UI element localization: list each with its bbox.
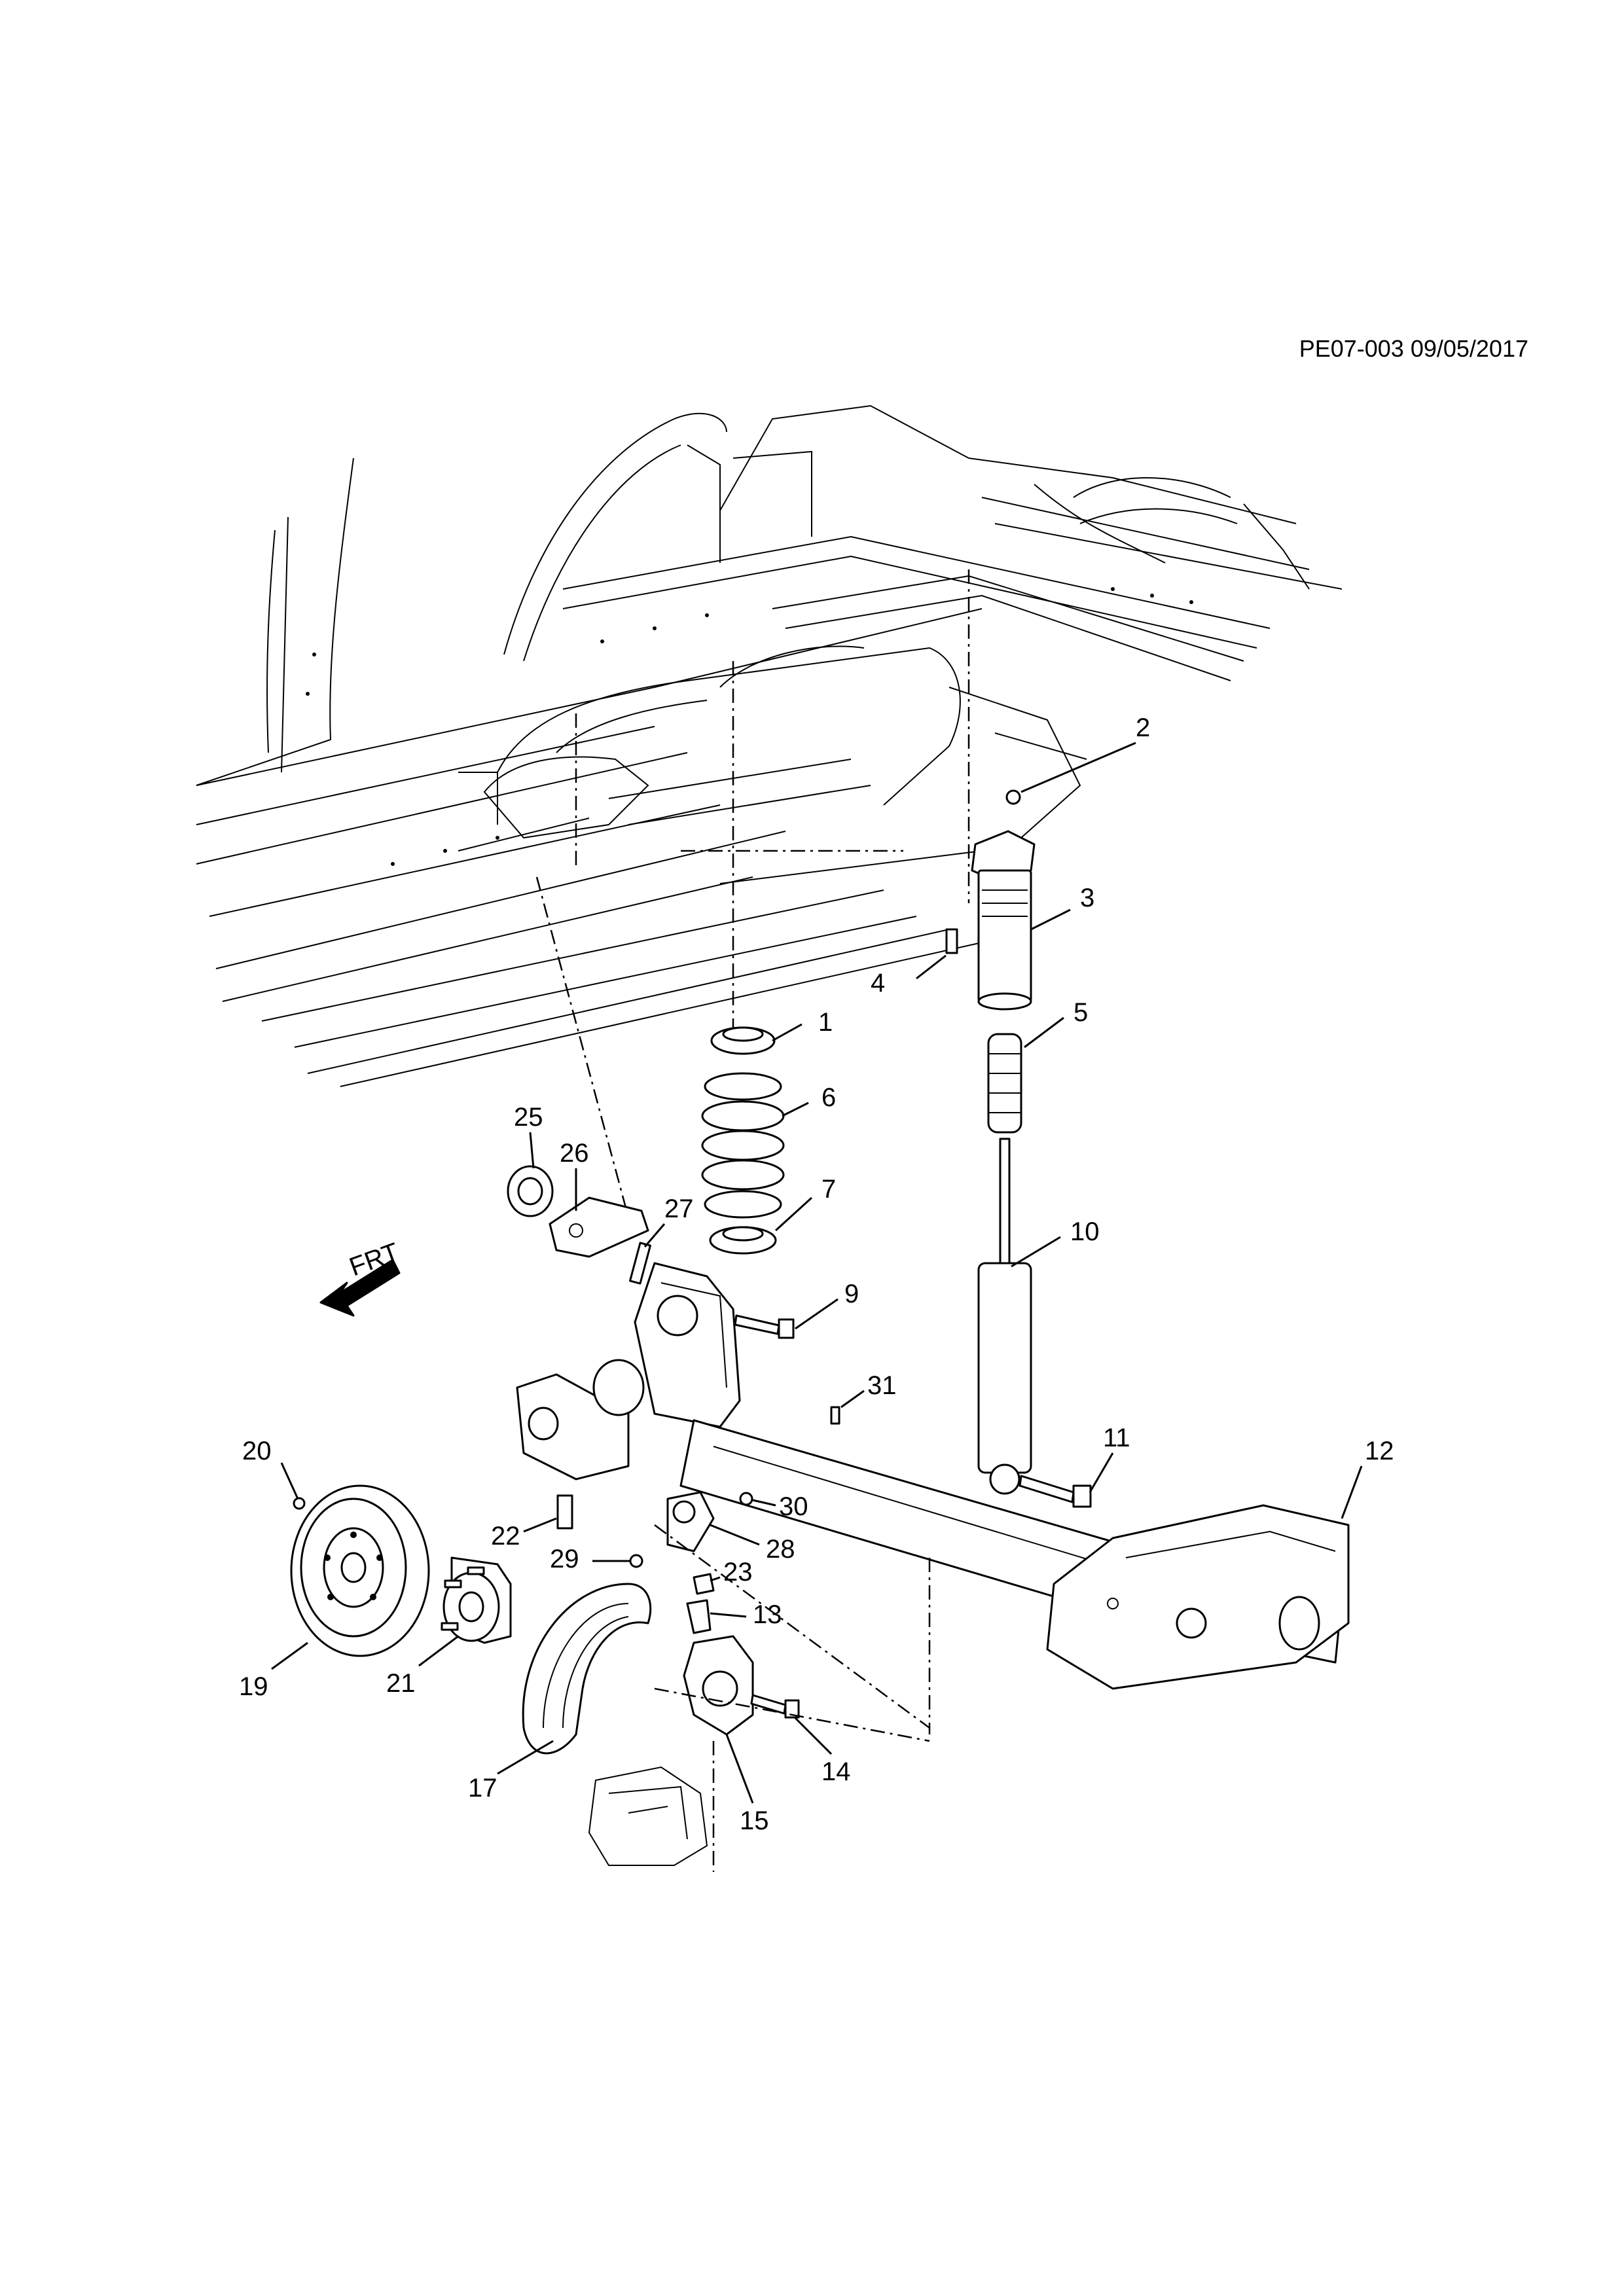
wheel-hub (441, 1556, 512, 1644)
bolt-29 (629, 1554, 643, 1568)
callout-21: 21 (386, 1669, 416, 1698)
vehicle-underbody (196, 404, 1343, 1218)
bracket-23 (693, 1573, 715, 1595)
rotor-screw-20 (293, 1497, 306, 1510)
front-direction-arrow: FRT (319, 1238, 403, 1317)
callout-15: 15 (740, 1806, 769, 1835)
callout-23: 23 (723, 1558, 753, 1587)
callout-26: 26 (560, 1139, 589, 1168)
axle-bolt-9 (734, 1314, 795, 1339)
callout-30: 30 (779, 1492, 808, 1521)
callout-labels: 1 2 3 4 5 6 7 9 10 11 12 13 14 15 17 19 … (239, 713, 1394, 1835)
shock-absorber (977, 1138, 1032, 1495)
callout-17: 17 (468, 1774, 497, 1803)
callout-28: 28 (766, 1535, 795, 1564)
sensor-28 (666, 1491, 715, 1552)
callout-14: 14 (821, 1757, 851, 1786)
callout-6: 6 (821, 1083, 836, 1112)
shock-upper-bolt-2 (1005, 789, 1021, 805)
callout-10: 10 (1070, 1217, 1100, 1246)
clip-31 (830, 1406, 840, 1425)
callout-7: 7 (821, 1175, 836, 1204)
callout-25: 25 (514, 1103, 543, 1132)
sensor-13 (686, 1599, 712, 1634)
callout-leaders (271, 742, 1363, 1804)
callout-4: 4 (871, 969, 885, 997)
coil-spring (701, 1072, 785, 1219)
caliper-ghost (588, 1766, 708, 1866)
spring-upper-insulator (710, 1026, 776, 1055)
callout-1: 1 (818, 1008, 833, 1037)
callout-3: 3 (1080, 884, 1094, 912)
shock-mount-bolt-4 (945, 928, 958, 954)
callout-13: 13 (753, 1600, 782, 1629)
callout-27: 27 (664, 1194, 694, 1223)
callout-11: 11 (1103, 1424, 1130, 1452)
callout-19: 19 (239, 1672, 268, 1701)
callout-9: 9 (844, 1280, 859, 1308)
hub-bolt-22 (556, 1494, 573, 1530)
document-id: PE07-003 09/05/2017 (1299, 335, 1528, 362)
spring-lower-insulator (709, 1226, 777, 1255)
brake-shield (522, 1583, 652, 1755)
rear-axle (516, 1262, 1350, 1690)
knuckle-adapter-15 (683, 1635, 754, 1736)
callout-12: 12 (1365, 1437, 1394, 1465)
shock-bumper-stop (987, 1033, 1022, 1134)
bracket-bolt-27 (629, 1242, 651, 1285)
bolt-30 (739, 1492, 753, 1506)
axle-bushing (507, 1165, 554, 1217)
callout-20: 20 (242, 1437, 272, 1465)
callout-5: 5 (1074, 998, 1088, 1027)
callout-2: 2 (1136, 713, 1150, 742)
brake-rotor (290, 1484, 430, 1657)
shock-lower-bolt-11 (1019, 1475, 1092, 1508)
callout-29: 29 (550, 1545, 579, 1573)
callout-22: 22 (491, 1522, 520, 1551)
bushing-bracket (549, 1196, 649, 1258)
callout-31: 31 (867, 1371, 897, 1400)
shock-absorber-upper-mount (971, 830, 1036, 1011)
